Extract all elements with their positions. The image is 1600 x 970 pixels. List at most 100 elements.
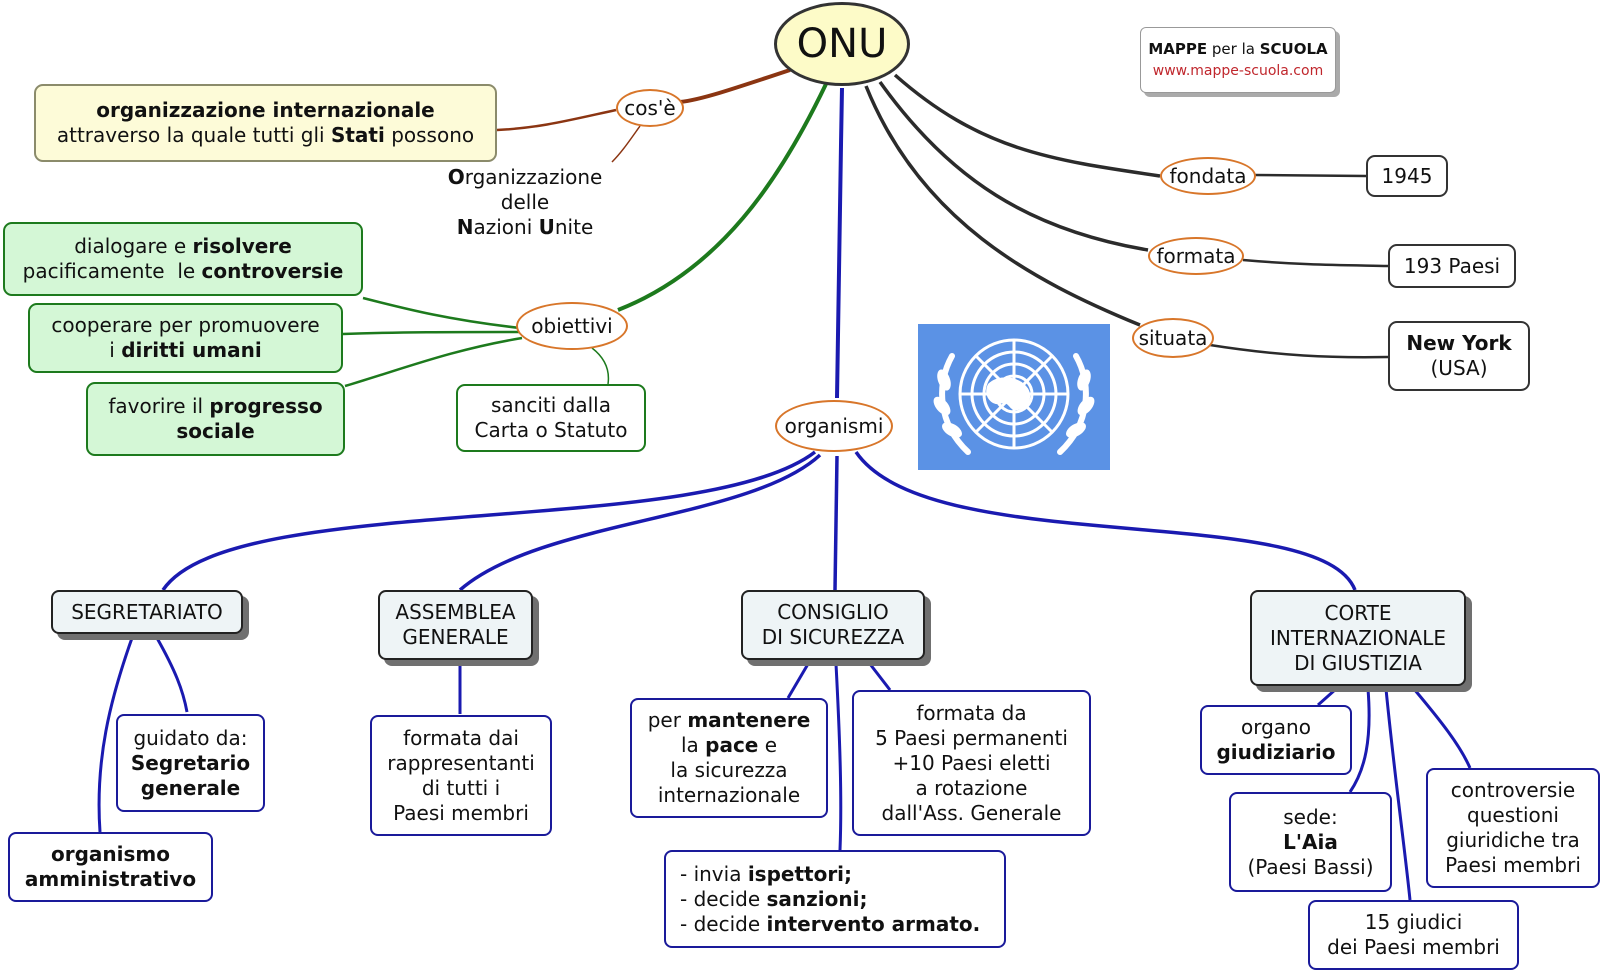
label-cose[interactable]: cos'è	[616, 89, 684, 127]
label-obiettivi[interactable]: obiettivi	[516, 302, 628, 350]
node-text-line: Segretario	[130, 750, 251, 775]
node-text-line: sociale	[176, 419, 255, 443]
node-text-line: +10 Paesi eletti	[892, 750, 1051, 775]
node-text-line: pacificamente le controversie	[22, 259, 344, 283]
node-text-line: organismi	[784, 413, 884, 438]
node-text-line: organizzazione internazionale	[96, 98, 435, 122]
label-organismi[interactable]: organismi	[775, 400, 893, 452]
node-text-line: INTERNAZIONALE	[1269, 625, 1446, 650]
node-text-line: 5 Paesi permanenti	[875, 725, 1068, 750]
node-text-line: i diritti umani	[109, 338, 262, 362]
node-onu[interactable]: ONU	[774, 2, 910, 86]
node-text-line: ASSEMBLEA	[395, 600, 516, 624]
node-text-line: dialogare e risolvere	[74, 234, 292, 258]
node-text-line: delle	[500, 189, 550, 214]
node-text-line: Paesi membri	[1445, 853, 1581, 877]
cij-seat[interactable]: sede:L'Aia(Paesi Bassi)	[1229, 792, 1392, 892]
un-emblem-icon	[918, 324, 1110, 470]
node-text-line: dall'Ass. Generale	[881, 800, 1062, 825]
node-text-line: L'Aia	[1283, 829, 1338, 854]
node-text-line: amministrativo	[24, 867, 197, 891]
node-text-line: DI GIUSTIZIA	[1294, 650, 1422, 675]
node-text-line: formata	[1156, 243, 1236, 268]
node-text-line: giuridiche tra	[1446, 828, 1580, 852]
node-text-line: sanciti dalla	[491, 393, 611, 417]
node-text-line: di tutti i	[421, 775, 501, 800]
node-text-line: (USA)	[1430, 356, 1488, 380]
node-text-line: - decide intervento armato.	[680, 911, 981, 936]
node-text-line: MAPPE per la SCUOLA	[1148, 40, 1328, 58]
node-text-line: questioni	[1467, 803, 1559, 827]
node-text-line: - invia ispettori;	[680, 861, 853, 886]
node-year[interactable]: 1945	[1366, 155, 1448, 197]
node-new-york[interactable]: New York(USA)	[1388, 321, 1530, 391]
node-text-line: fondata	[1169, 163, 1247, 188]
node-text-line: organo	[1241, 715, 1311, 739]
node-text-line: dei Paesi membri	[1327, 935, 1500, 959]
node-text-line: New York	[1406, 331, 1512, 355]
node-text-line: cooperare per promuovere	[51, 313, 320, 337]
node-text-line: Nazioni Unite	[456, 214, 594, 239]
node-text-line: Paesi membri	[393, 800, 529, 825]
node-text-line: giudiziario	[1216, 740, 1336, 764]
node-text-line: obiettivi	[531, 313, 613, 338]
node-countries[interactable]: 193 Paesi	[1388, 244, 1516, 288]
node-text-line: 193 Paesi	[1403, 253, 1501, 278]
node-text-line: guidato da:	[133, 725, 248, 750]
node-text-line: la pace e	[680, 733, 778, 757]
node-text-line: - decide sanzioni;	[680, 886, 868, 911]
node-text-line: Carta o Statuto	[474, 418, 628, 442]
node-text-line: cos'è	[624, 95, 676, 120]
node-text-line: formata dai	[403, 725, 519, 750]
node-text-line: situata	[1138, 325, 1208, 350]
node-text-line: ONU	[796, 21, 888, 67]
node-text-line: SEGRETARIATO	[71, 599, 223, 624]
node-text-line: attraverso la quale tutti gli Stati poss…	[56, 123, 475, 147]
node-text-line: www.mappe-scuola.com	[1152, 63, 1324, 79]
node-text-line: (Paesi Bassi)	[1247, 854, 1374, 879]
node-text-line: DI SICUREZZA	[761, 625, 905, 649]
node-text-line: rappresentanti	[387, 750, 535, 775]
node-text-line: a rotazione	[915, 775, 1028, 800]
node-text-line: formata da	[916, 700, 1027, 725]
node-text-line: 1945	[1381, 163, 1433, 188]
node-text-line: sede:	[1283, 804, 1338, 829]
node-text-line: organismo	[51, 842, 170, 866]
node-text-line: controversie	[1450, 778, 1576, 802]
node-text-line: per mantenere	[647, 708, 811, 732]
node-text-line: CONSIGLIO	[777, 600, 889, 624]
node-text-line: Organizzazione	[447, 164, 603, 189]
node-text-line: generale	[140, 775, 241, 800]
brand-badge: MAPPE per la SCUOLA www.mappe-scuola.com	[1140, 27, 1336, 93]
label-situata[interactable]: situata	[1132, 318, 1214, 358]
organ-segretariato[interactable]: SEGRETARIATO	[51, 590, 243, 634]
node-text-line: GENERALE	[402, 625, 509, 649]
label-formata[interactable]: formata	[1148, 237, 1244, 275]
node-text-line: 15 giudici	[1364, 910, 1463, 934]
label-fondata[interactable]: fondata	[1160, 157, 1256, 195]
node-text-line: CORTE	[1324, 600, 1392, 625]
node-text-line: internazionale	[657, 783, 801, 807]
node-text-line: favorire il progresso	[108, 394, 323, 418]
node-text-line: la sicurezza	[670, 758, 788, 782]
cs-actions[interactable]: - invia ispettori;- decide sanzioni;- de…	[664, 850, 1006, 948]
